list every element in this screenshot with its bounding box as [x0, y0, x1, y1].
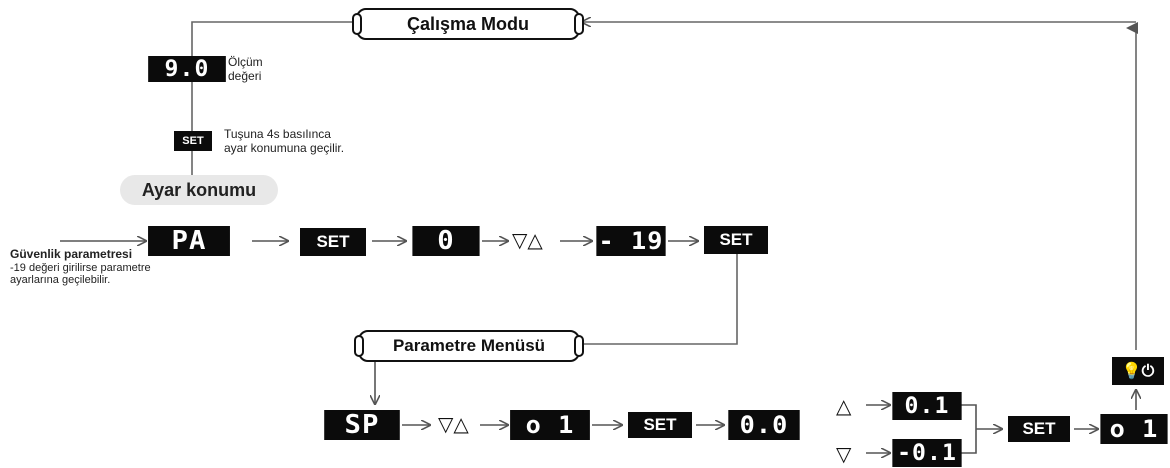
down-up-symbols-row1: ▽△ — [512, 228, 543, 252]
set-button-row1-b-label: SET — [719, 230, 753, 249]
security-note: Güvenlik parametresi -19 değeri girilirs… — [10, 247, 151, 287]
security-note-title: Güvenlik parametresi — [10, 247, 133, 261]
settings-mode-title: Ayar konumu — [120, 175, 278, 205]
set-button-row1-a-label: SET — [316, 232, 350, 251]
display-pa-text: PA — [171, 226, 207, 256]
display-sp-text: SP — [344, 410, 380, 440]
display-o1-a: o 1 — [510, 410, 590, 440]
set-button-small-label: SET — [182, 135, 204, 147]
set-button-row2-b-label: SET — [1022, 419, 1056, 438]
display-o1-b: o 1 — [1100, 414, 1168, 444]
measure-label-line2: değeri — [228, 68, 262, 83]
set-button-row2-b[interactable]: SET — [1008, 416, 1070, 442]
bulb-power-icon: 💡⏻ — [1121, 363, 1155, 380]
display-zero-zero-text: 0.0 — [739, 411, 789, 439]
line-set-to-menu — [580, 254, 738, 345]
bulb-power-button[interactable]: 💡⏻ — [1112, 357, 1164, 385]
display-minus-01: -0.1 — [892, 439, 962, 467]
work-mode-title: Çalışma Modu — [352, 8, 584, 40]
measure-label: Ölçüm değeri — [228, 55, 263, 84]
display-o1-b-text: o 1 — [1109, 415, 1159, 443]
down-up-buttons-row1[interactable]: ▽△ — [512, 228, 543, 252]
set-button-row2-a-label: SET — [643, 415, 677, 434]
display-pa: PA — [148, 226, 230, 256]
security-note-line2: ayarlarına geçilebilir. — [10, 274, 111, 287]
display-minus-01-text: -0.1 — [897, 440, 957, 466]
display-measure-text: 9.0 — [164, 56, 210, 82]
merge-lines — [960, 404, 1002, 454]
set-button-row1-a[interactable]: SET — [300, 228, 366, 256]
display-sp: SP — [324, 410, 400, 440]
set-hold-note: Tuşuna 4s basılınca ayar konumuna geçili… — [224, 127, 345, 156]
security-note-line1: -19 değeri girilirse parametre — [10, 261, 151, 274]
settings-mode-title-text: Ayar konumu — [141, 179, 257, 200]
line-workmode-left — [191, 21, 355, 180]
display-minus19-text: - 19 — [598, 227, 664, 255]
set-hold-note-line1: Tuşuna 4s basılınca — [224, 127, 331, 141]
down-button[interactable]: ▽ — [836, 442, 851, 466]
param-menu-title: Parametre Menüsü — [354, 330, 584, 362]
display-zero-text: 0 — [437, 226, 455, 256]
display-plus-01: 0.1 — [892, 392, 962, 420]
work-mode-title-text: Çalışma Modu — [406, 13, 530, 34]
set-button-row2-a[interactable]: SET — [628, 412, 692, 438]
param-menu-title-text: Parametre Menüsü — [392, 336, 546, 355]
display-plus-01-text: 0.1 — [904, 393, 950, 419]
up-symbol: △ — [836, 394, 852, 418]
display-measure-value: 9.0 — [148, 56, 226, 82]
display-o1-a-text: o 1 — [525, 411, 575, 439]
measure-label-line1: Ölçüm — [228, 55, 263, 69]
set-button-row1-b[interactable]: SET — [704, 226, 768, 254]
down-up-symbols-row2: ▽△ — [438, 412, 469, 436]
up-button[interactable]: △ — [836, 394, 851, 418]
display-minus19: - 19 — [596, 226, 666, 256]
set-hold-note-line2: ayar konumuna geçilir. — [224, 140, 345, 155]
down-up-buttons-row2[interactable]: ▽△ — [438, 412, 469, 436]
down-symbol: ▽ — [836, 442, 852, 466]
set-button-small[interactable]: SET — [174, 131, 212, 151]
display-zero-zero: 0.0 — [728, 410, 800, 440]
display-zero: 0 — [412, 226, 480, 256]
